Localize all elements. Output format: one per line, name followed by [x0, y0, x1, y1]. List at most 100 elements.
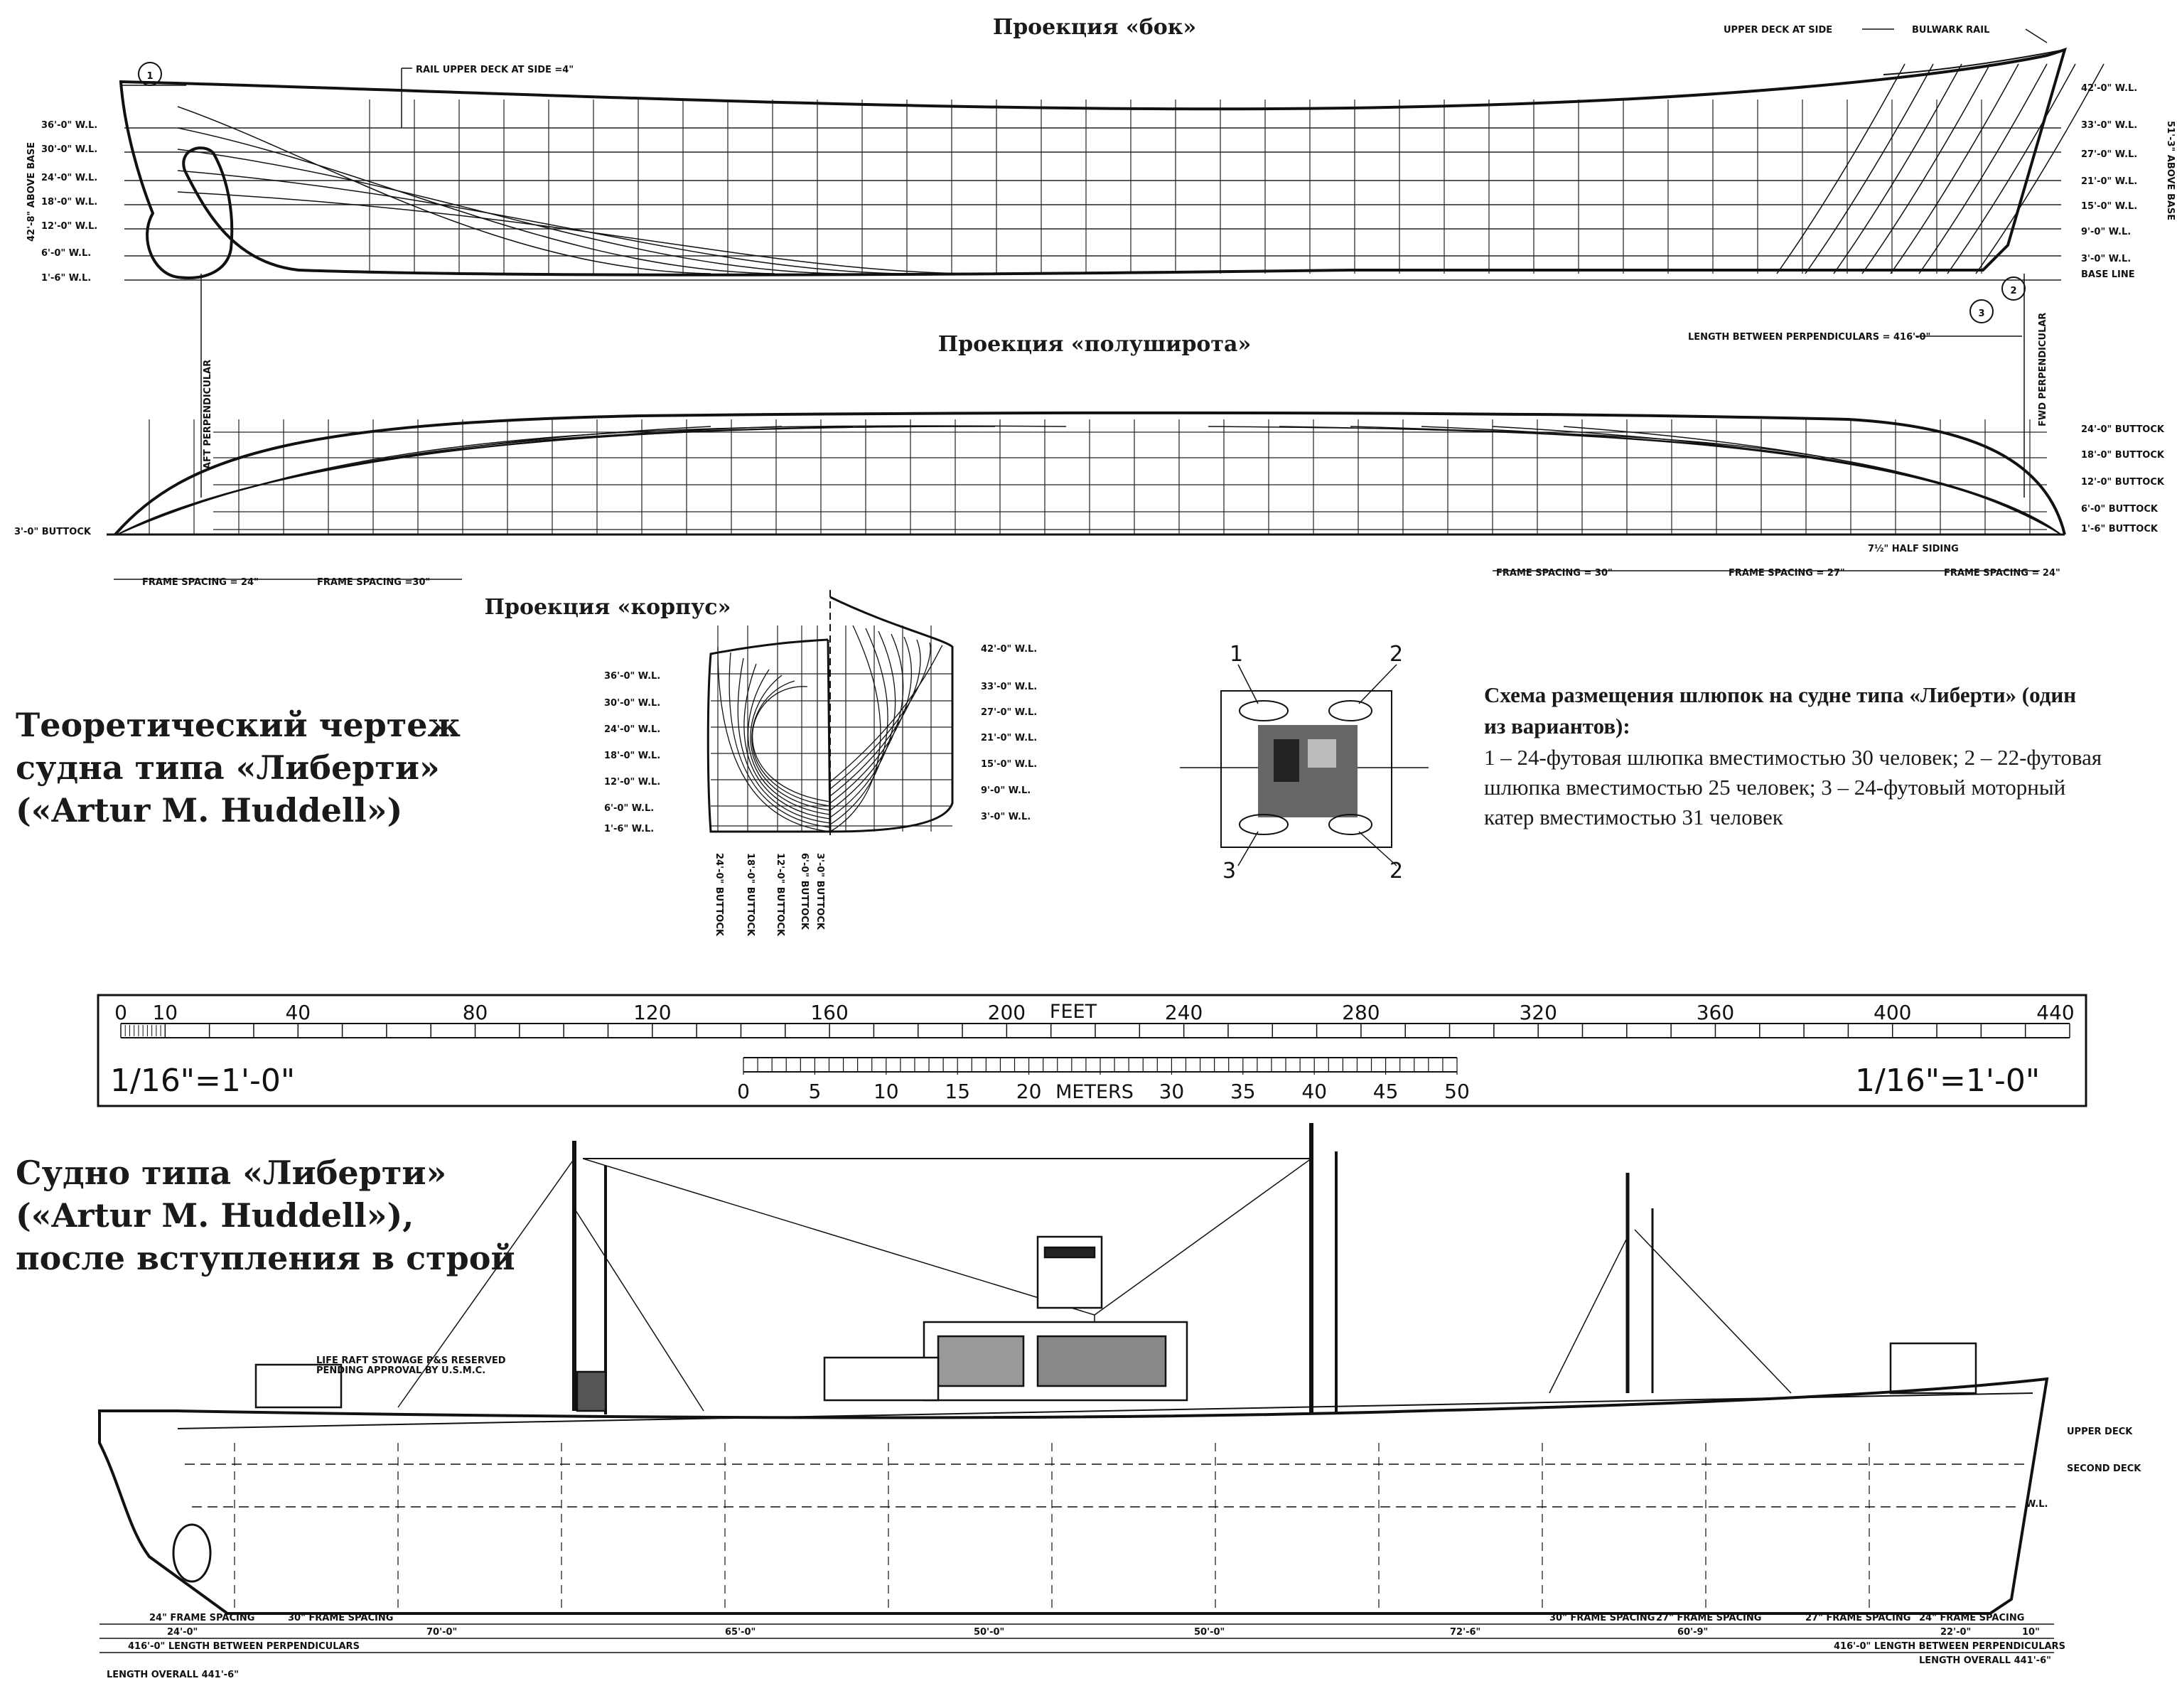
scale-feet-tick-label: 240 — [1165, 1001, 1203, 1024]
side-wl-label: 30'-0" W.L. — [41, 144, 97, 155]
scale-ratio-left: 1/16"=1'-0" — [110, 1063, 295, 1099]
body-aft-frame — [743, 663, 831, 820]
ship-frame-spacing-label: 30" FRAME SPACING — [1549, 1613, 1655, 1623]
side-wl-label: 1'-6" W.L. — [41, 273, 91, 284]
body-left-labels: 36'-0" W.L. 30'-0" W.L. 24'-0" W.L. 18'-… — [604, 671, 660, 834]
body-aft-frame — [751, 686, 831, 802]
ship-dim-label: 70'-0" — [426, 1627, 457, 1638]
theory-title-line: («Artur M. Huddell») — [16, 791, 402, 829]
scale-meters-tick-label: 0 — [737, 1080, 750, 1103]
body-wl-label: 15'-0" W.L. — [981, 759, 1037, 770]
theory-title-line: судна типа «Либерти» — [16, 748, 440, 787]
scale-meters-tick-label: 15 — [945, 1080, 970, 1103]
ship-dim-label: 22'-0" — [1940, 1627, 1971, 1638]
side-stern-buttock — [177, 106, 711, 274]
side-bow-buttock — [1776, 63, 1905, 274]
body-buttock-label: 3'-0" BUTTOCK — [815, 853, 825, 930]
body-wl-label: 42'-0" W.L. — [981, 644, 1037, 655]
body-aft-frame — [729, 652, 831, 828]
ship-wl-label: W.L. — [2026, 1499, 2048, 1510]
boat-3-shape — [1239, 814, 1289, 835]
body-wl-label: 27'-0" W.L. — [981, 707, 1037, 718]
scale-feet-tick-label: 360 — [1697, 1001, 1734, 1024]
scale-feet-tick-label: 400 — [1874, 1001, 1911, 1024]
body-wl-label: 18'-0" W.L. — [604, 751, 660, 761]
body-fwd-frame — [829, 630, 896, 818]
ship-frame-spacing-label: 24" FRAME SPACING — [149, 1613, 254, 1623]
plan-waterline-aft — [117, 425, 1067, 535]
side-upper-deck-label: UPPER DECK AT SIDE — [1724, 25, 1832, 36]
boat-arrangement-scheme: 1 2 3 2 Схема размещения шлюпок на судне… — [1180, 642, 2102, 883]
plan-view-title: Проекция «полуширота» — [938, 332, 1251, 357]
side-bow-buttock — [1918, 63, 2048, 274]
side-baseline-label: BASE LINE — [2081, 269, 2135, 280]
side-callout-2-text: 2 — [2010, 286, 2016, 296]
ship-profile: UPPER DECK SECOND DECK W.L. LIFE RAFT ST… — [98, 1123, 2141, 1680]
scale-meters-tick-label: 50 — [1444, 1080, 1470, 1103]
body-right-labels: 42'-0" W.L. 33'-0" W.L. 27'-0" W.L. 21'-… — [981, 644, 1037, 822]
side-bow-buttock — [1805, 63, 1934, 274]
side-stern-buttock — [177, 127, 775, 274]
boat-callout-2: 2 — [1389, 642, 1403, 667]
ship-title-line: Судно типа «Либерти» — [16, 1154, 446, 1192]
side-bow-buttock — [1947, 63, 2076, 274]
body-wl-label: 3'-0" W.L. — [981, 812, 1031, 822]
plan-buttock-label: 24'-0" BUTTOCK — [2081, 424, 2165, 435]
scale-meters-label: METERS — [1055, 1081, 1134, 1103]
ship-hull — [98, 1377, 2049, 1615]
plan-buttock-labels: 24'-0" BUTTOCK 18'-0" BUTTOCK 12'-0" BUT… — [2081, 424, 2165, 535]
boat-2b-shape — [1328, 814, 1372, 835]
side-wl-label: 3'-0" W.L. — [2081, 254, 2131, 264]
upper-deck-line — [177, 1392, 2033, 1429]
plan-waterline-fwd — [1208, 426, 2062, 535]
side-callout-3 — [1969, 299, 1994, 323]
boat-callout-1: 1 — [1230, 642, 1243, 667]
side-bow-buttock — [1833, 63, 1962, 274]
scale-feet-tick-label: 200 — [988, 1001, 1026, 1024]
ship-masts — [397, 1123, 1792, 1414]
scale-feet-tick-label: 440 — [2036, 1001, 2074, 1024]
side-bow-buttock — [1861, 63, 1991, 274]
plan-waterline-aft — [117, 426, 854, 535]
boat-callout-2b: 2 — [1389, 859, 1403, 883]
body-aft-frame — [747, 669, 831, 815]
ship-dim-label: 24'-0" — [167, 1627, 198, 1638]
plan-waterline-fwd — [1421, 426, 2062, 535]
side-hull-outline — [119, 47, 2067, 279]
ship-dim-label: 72'-6" — [1450, 1627, 1480, 1638]
rudder — [172, 1523, 212, 1583]
body-fwd-frame — [829, 628, 888, 825]
life-raft-note: LIFE RAFT STOWAGE P&S RESERVED — [316, 1355, 506, 1366]
side-view-grid — [124, 63, 2105, 281]
scale-meters-tick-label: 10 — [874, 1080, 899, 1103]
scale-feet-label: FEET — [1050, 1001, 1097, 1023]
plan-waterline-aft — [117, 426, 783, 535]
ship-lbp-label: 416'-0" LENGTH BETWEEN PERPENDICULARS — [1834, 1641, 2065, 1652]
body-wl-label: 33'-0" W.L. — [981, 682, 1037, 692]
plan-buttock-label: 1'-6" BUTTOCK — [2081, 524, 2159, 535]
boat-1-shape — [1239, 700, 1289, 721]
side-waterline-labels-left: 36'-0" W.L. 30'-0" W.L. 24'-0" W.L. 18'-… — [41, 120, 97, 284]
ship-superstructure — [254, 1235, 1977, 1412]
scale-meters-tick-label: 30 — [1159, 1080, 1185, 1103]
body-fwd-frame — [829, 639, 921, 797]
side-above-base-left: 42'-8" ABOVE BASE — [26, 142, 37, 242]
body-buttock-label: 18'-0" BUTTOCK — [745, 853, 756, 937]
side-stern-buttock — [177, 149, 839, 274]
scale-bar-frame — [97, 994, 2087, 1107]
body-fwd-frame — [829, 625, 881, 832]
side-wl-label: 21'-0" W.L. — [2081, 176, 2137, 187]
boat-deck-outline — [1220, 690, 1392, 848]
second-deck-label: SECOND DECK — [2067, 1463, 2141, 1474]
boat-callout-3: 3 — [1222, 859, 1236, 883]
side-view: Проекция «бок» 36'-0" W.L. 30'-0" W.L. 2… — [26, 15, 2176, 498]
body-view-grid — [711, 590, 952, 835]
side-wl-label: 15'-0" W.L. — [2081, 201, 2137, 212]
plan-buttock-label: 12'-0" BUTTOCK — [2081, 477, 2165, 488]
ship-lbp-label: 416'-0" LENGTH BETWEEN PERPENDICULARS — [128, 1641, 360, 1652]
boat-scheme-desc: шлюпка вместимостью 25 человек; 3 – 24-ф… — [1484, 775, 2065, 800]
